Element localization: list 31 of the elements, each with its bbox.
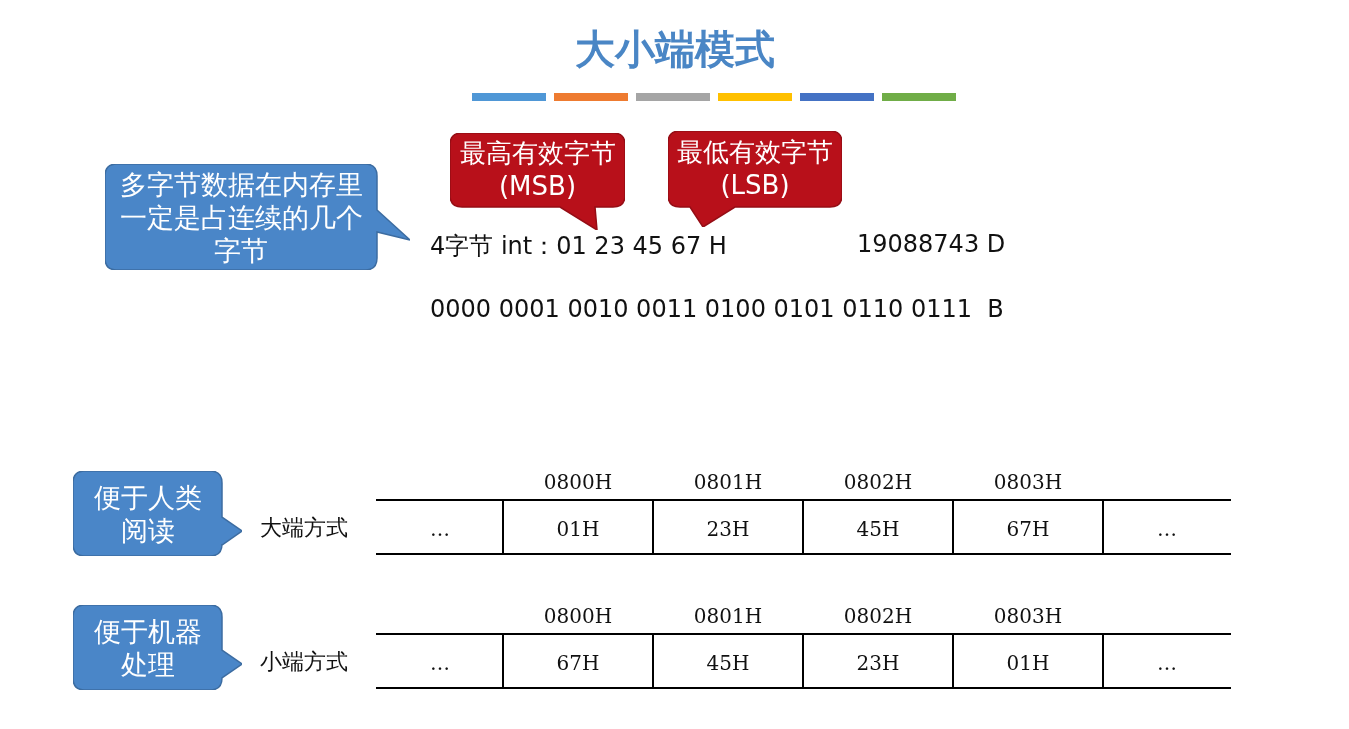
address-label: 0800H bbox=[542, 470, 614, 494]
memory-cell-value: … bbox=[429, 517, 451, 541]
address-label: 0800H bbox=[542, 604, 614, 628]
address-label: 0803H bbox=[992, 470, 1064, 494]
memory-cell-value: 23H bbox=[705, 517, 751, 541]
memory-cell-value: … bbox=[429, 651, 451, 675]
speech-bubble: 便于人类阅读 bbox=[73, 471, 242, 556]
address-label: 0801H bbox=[692, 604, 764, 628]
speech-bubble: 多字节数据在内存里一定是占连续的几个字节 bbox=[105, 164, 410, 270]
speech-bubble: 最低有效字节(LSB) bbox=[668, 131, 842, 227]
mode-label: 大端方式 bbox=[260, 514, 348, 542]
memory-cell-value: 23H bbox=[855, 651, 901, 675]
address-label: 0802H bbox=[842, 470, 914, 494]
speech-bubble: 便于机器处理 bbox=[73, 605, 242, 690]
memory-cell-value: 67H bbox=[555, 651, 601, 675]
address-label: 0802H bbox=[842, 604, 914, 628]
memory-cell-value: … bbox=[1156, 517, 1178, 541]
memory-cell-value: 01H bbox=[555, 517, 601, 541]
memory-cell-value: 01H bbox=[1005, 651, 1051, 675]
data-value-text: 19088743 D bbox=[857, 230, 1006, 258]
address-label: 0801H bbox=[692, 470, 764, 494]
memory-cell-value: … bbox=[1156, 651, 1178, 675]
mode-label: 小端方式 bbox=[260, 648, 348, 676]
speech-bubble: 最高有效字节(MSB) bbox=[450, 133, 625, 230]
memory-cell-value: 45H bbox=[705, 651, 751, 675]
memory-cell-value: 67H bbox=[1005, 517, 1051, 541]
address-label: 0803H bbox=[992, 604, 1064, 628]
slide-title: 大小端模式 bbox=[573, 25, 776, 74]
data-value-text: 4字节 int：01 23 45 67 H bbox=[430, 231, 727, 262]
data-value-text: 0000 0001 0010 0011 0100 0101 0110 0111 B bbox=[430, 295, 1004, 323]
memory-cell-value: 45H bbox=[855, 517, 901, 541]
